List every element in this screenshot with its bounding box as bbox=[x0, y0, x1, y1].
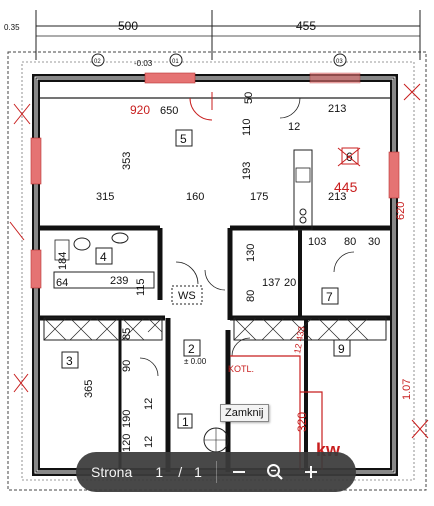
dim-213-top: 213 bbox=[328, 103, 346, 115]
dim-115: 115 bbox=[135, 278, 147, 296]
dim-12: 12 bbox=[288, 121, 300, 133]
dim-650: 650 bbox=[160, 105, 178, 117]
site-frame bbox=[7, 51, 427, 491]
door-mark-3: 02 bbox=[94, 59, 101, 65]
room-9: 9 bbox=[338, 342, 345, 356]
dim-120: 120 bbox=[121, 434, 133, 452]
dim-top-left: 500 bbox=[118, 19, 138, 33]
zoom-icon bbox=[266, 464, 283, 480]
page-separator: / bbox=[178, 464, 183, 480]
minus-icon bbox=[232, 471, 245, 473]
dim-85: 85 bbox=[121, 328, 133, 340]
dim-160: 160 bbox=[186, 191, 204, 203]
zoom-out-button[interactable] bbox=[225, 458, 253, 486]
room-2: 2 bbox=[188, 342, 195, 356]
toolbar-divider bbox=[215, 461, 217, 483]
door-mark-2: 03 bbox=[336, 59, 343, 65]
window-top-right bbox=[309, 72, 361, 84]
window-left-2 bbox=[30, 249, 42, 289]
room-7: 7 bbox=[326, 290, 333, 304]
dim-80: 80 bbox=[344, 236, 356, 248]
red-920: 920 bbox=[130, 103, 150, 117]
current-page-input[interactable]: 1 bbox=[155, 464, 164, 480]
scale-label: 0.35 bbox=[4, 23, 20, 32]
level-top: -0.03 bbox=[134, 59, 153, 68]
window-left-1 bbox=[30, 137, 42, 185]
dim-64: 64 bbox=[56, 277, 68, 289]
exterior-wall bbox=[32, 74, 398, 476]
red-107: 1.07 bbox=[401, 379, 413, 400]
red-kotl: KOTL. bbox=[228, 364, 254, 374]
dim-103: 103 bbox=[308, 236, 326, 248]
site-frame-inner bbox=[21, 61, 415, 481]
room-3: 3 bbox=[66, 354, 73, 368]
dim-12-vert-2: 12 bbox=[143, 436, 155, 448]
dim-365: 365 bbox=[83, 380, 95, 398]
room-4: 4 bbox=[100, 250, 107, 264]
plus-icon bbox=[304, 466, 317, 478]
dim-175: 175 bbox=[250, 191, 268, 203]
red-433: 12 433 bbox=[292, 325, 307, 354]
total-pages: 1 bbox=[194, 464, 202, 480]
window-right bbox=[388, 151, 400, 199]
dim-137: 137 bbox=[262, 277, 280, 289]
dim-12-vert: 12 bbox=[143, 398, 155, 410]
page-label: Strona bbox=[91, 464, 133, 480]
red-445: 445 bbox=[334, 179, 358, 195]
dim-20: 20 bbox=[284, 277, 296, 289]
dim-80-vert: 80 bbox=[245, 290, 257, 302]
level-hall: ± 0.00 bbox=[184, 357, 207, 366]
dim-213-bottom: 213 bbox=[328, 191, 346, 203]
page-toolbar: Strona 1 / 1 bbox=[76, 452, 356, 492]
ws-label: WS bbox=[178, 290, 196, 302]
zoom-in-button[interactable] bbox=[297, 458, 325, 486]
zoom-fit-button[interactable] bbox=[261, 458, 289, 486]
dim-130: 130 bbox=[245, 244, 257, 262]
dim-353: 353 bbox=[121, 152, 133, 170]
dim-30: 30 bbox=[368, 236, 380, 248]
close-tooltip: Zamknij bbox=[220, 404, 269, 422]
dim-315: 315 bbox=[96, 191, 114, 203]
window-top-left bbox=[144, 72, 196, 84]
dim-190: 190 bbox=[121, 410, 133, 428]
dim-top-right: 455 bbox=[296, 19, 316, 33]
door-mark-1: 01 bbox=[172, 59, 179, 65]
room-1: 1 bbox=[182, 415, 189, 429]
dim-239: 239 bbox=[110, 275, 128, 287]
dim-110: 110 bbox=[241, 118, 253, 136]
dim-193: 193 bbox=[241, 162, 253, 180]
dim-50: 50 bbox=[243, 92, 255, 104]
dim-184: 184 bbox=[57, 252, 69, 270]
red-320: 320 bbox=[295, 412, 309, 432]
dim-90: 90 bbox=[121, 360, 133, 372]
red-620: 620 bbox=[395, 202, 407, 220]
room-5: 5 bbox=[180, 132, 187, 146]
